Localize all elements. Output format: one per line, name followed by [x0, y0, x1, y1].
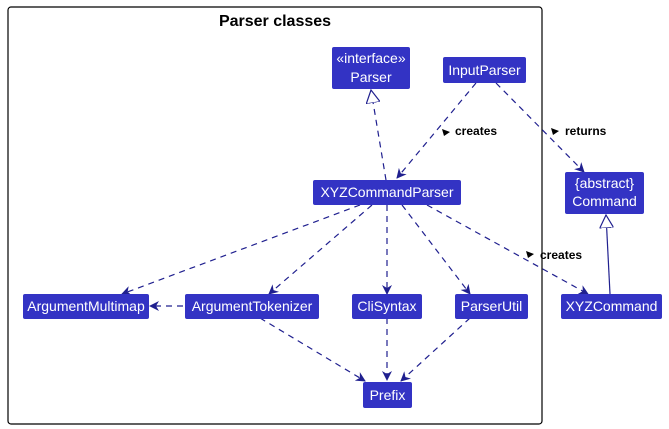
- edges: creates returns creates: [121, 82, 610, 382]
- class-command[interactable]: {abstract} Command: [565, 172, 644, 214]
- edge-uses-argument-multimap: [121, 204, 361, 296]
- edge-creates-command: [426, 204, 589, 295]
- edge-label-creates-parser: creates: [455, 124, 497, 138]
- class-argument-tokenizer[interactable]: ArgumentTokenizer: [185, 294, 319, 319]
- class-parser-name: Parser: [350, 69, 392, 85]
- edge-parser-util-to-prefix: [400, 317, 471, 382]
- edge-returns-command: [495, 82, 585, 173]
- class-command-name: Command: [572, 193, 637, 209]
- edge-extends-command: [606, 215, 610, 295]
- creates-command-direction-icon: [526, 251, 534, 258]
- class-cli-syntax-name: CliSyntax: [357, 298, 416, 314]
- returns-direction-icon: [551, 128, 559, 135]
- edge-label-creates-command: creates: [540, 248, 582, 262]
- edge-label-returns-command: returns: [565, 124, 607, 138]
- edge-creates-parser: [396, 82, 477, 179]
- class-parser-util-name: ParserUtil: [461, 298, 522, 314]
- package-parser-classes: Parser classes: [7, 6, 543, 425]
- class-argument-tokenizer-name: ArgumentTokenizer: [192, 298, 313, 314]
- edge-realizes-parser: [371, 90, 387, 181]
- edge-tokenizer-to-prefix: [259, 317, 366, 382]
- class-xyz-command[interactable]: XYZCommand: [561, 294, 662, 319]
- class-input-parser-name: InputParser: [448, 62, 521, 78]
- class-xyz-command-parser-name: XYZCommandParser: [320, 184, 453, 200]
- class-parser-util[interactable]: ParserUtil: [455, 294, 528, 319]
- class-argument-multimap[interactable]: ArgumentMultimap: [23, 294, 149, 319]
- class-parser[interactable]: «interface» Parser: [332, 47, 410, 89]
- class-prefix-name: Prefix: [370, 387, 406, 403]
- creates-direction-icon: [442, 129, 450, 136]
- package-title: Parser classes: [219, 13, 331, 30]
- class-prefix[interactable]: Prefix: [363, 382, 412, 408]
- class-command-stereotype: {abstract}: [575, 175, 634, 191]
- class-input-parser[interactable]: InputParser: [443, 57, 526, 83]
- class-cli-syntax[interactable]: CliSyntax: [352, 294, 422, 319]
- class-xyz-command-name: XYZCommand: [566, 298, 658, 314]
- class-argument-multimap-name: ArgumentMultimap: [27, 298, 145, 314]
- class-xyz-command-parser[interactable]: XYZCommandParser: [313, 180, 461, 205]
- edge-uses-parser-util: [401, 204, 471, 295]
- class-parser-stereotype: «interface»: [336, 50, 405, 66]
- edge-uses-argument-tokenizer: [268, 204, 373, 295]
